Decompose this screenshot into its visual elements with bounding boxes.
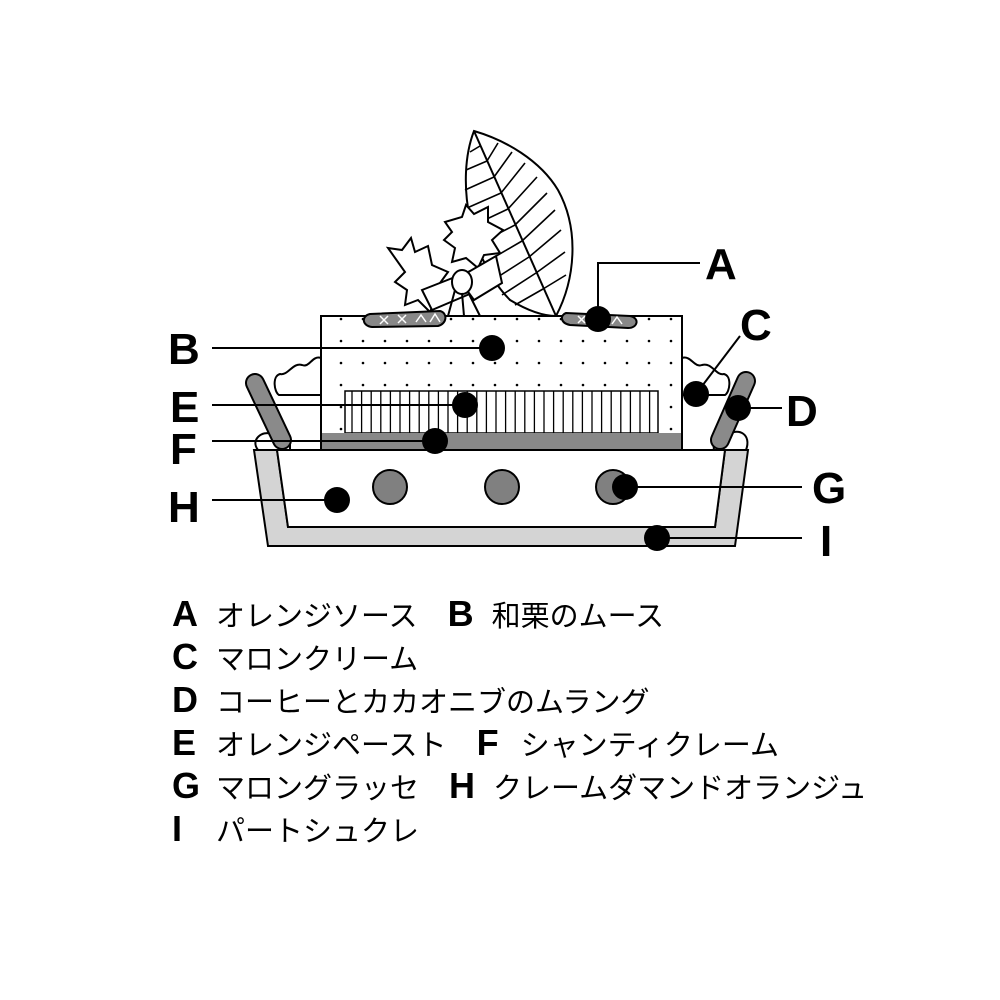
- legend-letter: C: [172, 635, 198, 677]
- marker-dot-h: [324, 487, 350, 513]
- legend-row: C マロンクリーム: [172, 635, 897, 678]
- legend-letter: G: [172, 764, 201, 806]
- legend-letter: I: [172, 807, 183, 849]
- marker-label-g: G: [812, 464, 846, 513]
- legend-letter: D: [172, 678, 198, 720]
- legend-row: E オレンジペースト F シャンティクレーム: [172, 721, 897, 764]
- marron-glace: [484, 469, 520, 505]
- legend-name: シャンティクレーム: [520, 727, 779, 762]
- marker-label-b: B: [168, 325, 200, 374]
- marker-dot-i: [644, 525, 670, 551]
- marker-dot-c: [683, 381, 709, 407]
- holly-and-ribbon-decoration: [385, 203, 505, 317]
- legend-row: A オレンジソース B 和栗のムース: [172, 592, 897, 635]
- legend-name: オレンジペースト: [216, 727, 447, 762]
- marker-dot-a: [585, 306, 611, 332]
- marker-dot-g: [612, 474, 638, 500]
- legend-name: 和栗のムース: [491, 598, 665, 633]
- meringue-stick-fill: [247, 375, 290, 448]
- marker-label-c: C: [740, 301, 772, 350]
- marker-dot-d: [725, 395, 751, 421]
- legend-row: I パートシュクレ: [172, 807, 897, 850]
- chantilly-layer: [322, 433, 681, 449]
- legend-name: オレンジソース: [216, 598, 418, 633]
- legend-name: マロングラッセ: [216, 770, 420, 805]
- legend-letter: E: [172, 721, 197, 763]
- marker-label-i: I: [820, 517, 832, 566]
- legend-name: クレームダマンドオランジュ: [493, 770, 868, 805]
- marron-glace: [372, 469, 408, 505]
- marker-label-d: D: [786, 387, 818, 436]
- leader-lines: [212, 262, 802, 539]
- marker-label-h: H: [168, 483, 200, 532]
- marker-dot-b: [479, 335, 505, 361]
- legend-letter: F: [476, 721, 499, 763]
- legend-letter: A: [172, 592, 198, 634]
- marker-dot-e: [452, 392, 478, 418]
- legend-name: マロンクリーム: [216, 641, 419, 676]
- legend-row: D コーヒーとカカオニブのムラング: [172, 678, 897, 721]
- marker-dots: [324, 306, 751, 551]
- marker-label-e: E: [170, 383, 199, 432]
- marker-label-a: A: [705, 240, 737, 289]
- legend: A オレンジソース B 和栗のムース C マロンクリーム D コーヒーとカカオニ…: [172, 592, 897, 850]
- orange-paste-layer: [344, 390, 659, 434]
- legend-row: G マロングラッセ H クレームダマンドオランジュ: [172, 764, 897, 807]
- marker-label-f: F: [170, 425, 197, 474]
- legend-letter: H: [449, 764, 476, 806]
- legend-letter: B: [447, 592, 474, 634]
- legend-name: パートシュクレ: [216, 813, 420, 848]
- legend-name: コーヒーとカカオニブのムラング: [216, 684, 650, 719]
- marker-dot-f: [422, 428, 448, 454]
